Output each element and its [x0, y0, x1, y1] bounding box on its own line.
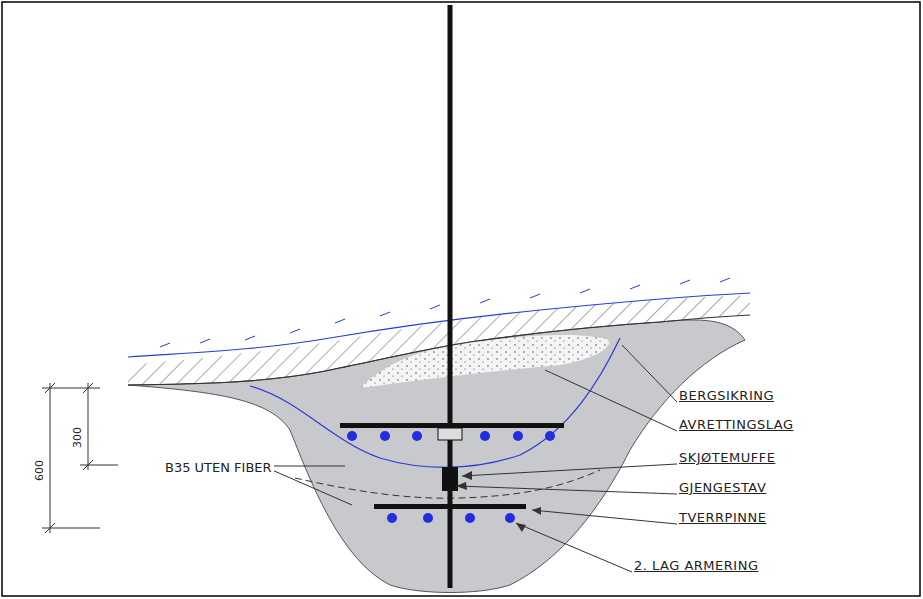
part-label: TVERRPINNE	[679, 511, 766, 524]
dimension-value: 600	[34, 460, 45, 481]
part-label: GJENGESTAV	[679, 481, 766, 494]
part-label: 2. LAG ARMERING	[634, 559, 758, 572]
part-label: AVRETTINGSLAG	[679, 418, 794, 431]
part-label: BERGSIKRING	[679, 389, 774, 402]
part-label: SKJØTEMUFFE	[679, 451, 775, 464]
material-label: B35 UTEN FIBER	[163, 461, 274, 474]
dimension-value: 300	[72, 427, 83, 448]
